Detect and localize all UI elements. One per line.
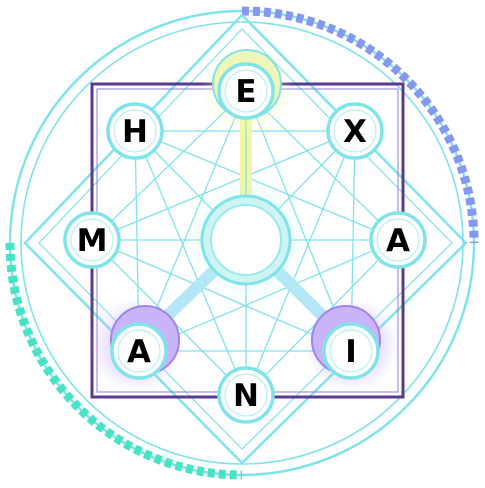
letter-node-label: A <box>386 223 410 259</box>
letter-node-i[interactable]: I <box>324 324 378 378</box>
center-hub[interactable] <box>211 205 281 275</box>
letter-node-label: I <box>345 334 357 370</box>
letter-node-label: A <box>127 334 151 370</box>
letter-node-label: E <box>235 74 256 110</box>
letter-node-a-left[interactable]: A <box>112 324 166 378</box>
letter-node-x[interactable]: X <box>328 104 382 158</box>
letter-node-e[interactable]: E <box>219 64 273 118</box>
letter-node-label: H <box>122 114 148 150</box>
letter-node-label: M <box>77 223 108 259</box>
letter-node-h[interactable]: H <box>108 104 162 158</box>
letter-node-a-right[interactable]: A <box>371 213 425 267</box>
letter-node-m[interactable]: M <box>65 213 119 267</box>
letter-node-n[interactable]: N <box>219 368 273 422</box>
letter-node-label: X <box>343 114 367 150</box>
letter-node-label: N <box>233 378 259 414</box>
